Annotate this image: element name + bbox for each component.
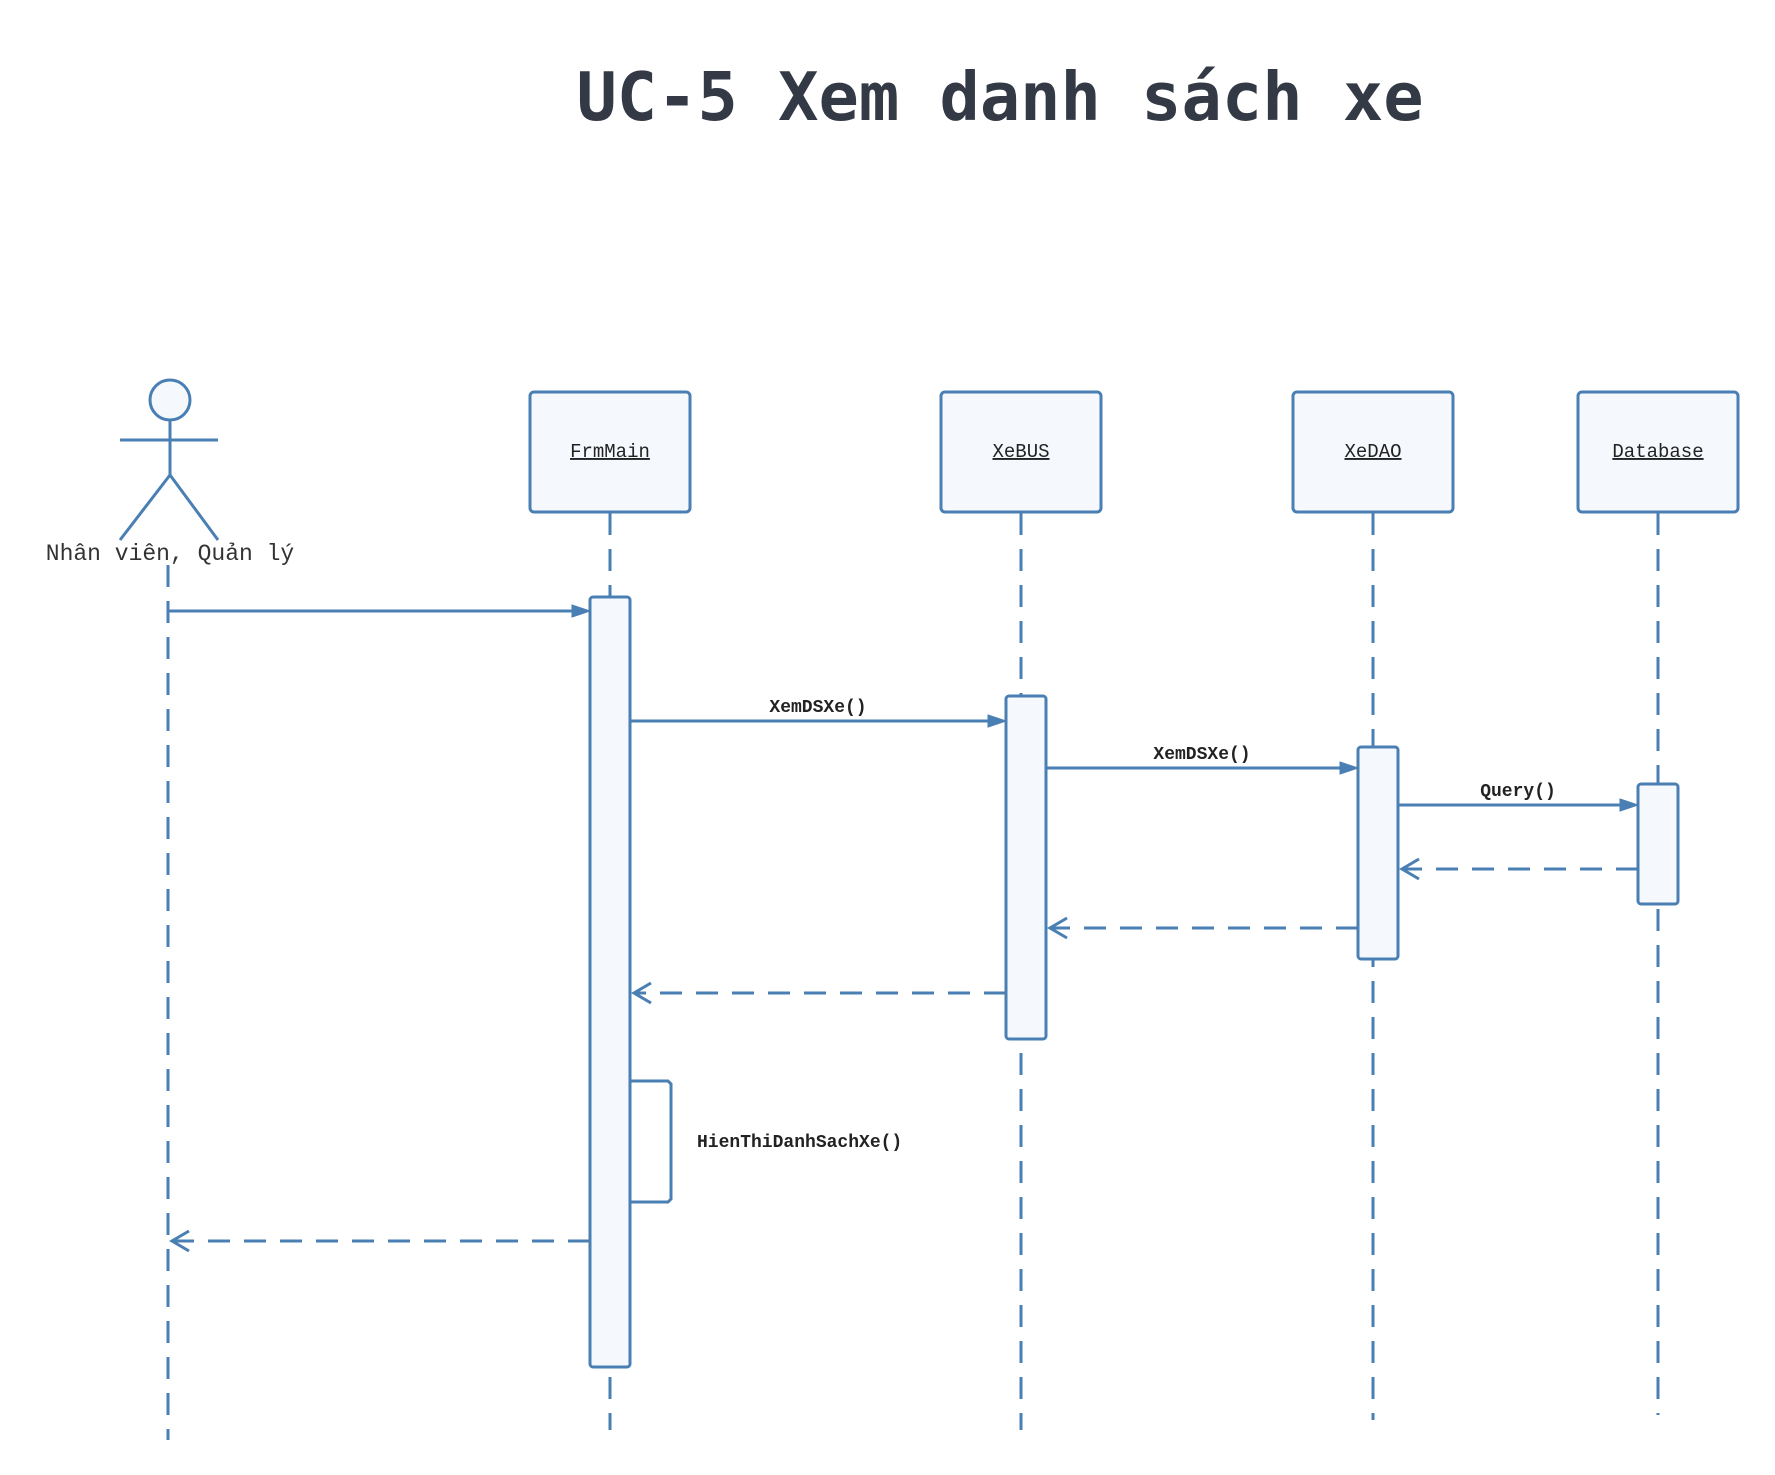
activation-database: [1636, 782, 1680, 906]
activation-frmmain: [588, 595, 632, 1369]
object-label-frmmain: FrmMain: [570, 441, 650, 463]
message-label: XemDSXe(): [1153, 745, 1250, 765]
object-xedao: XeDAO: [1291, 390, 1455, 514]
return-xebus-to-frmmain: [631, 981, 1006, 1005]
self-message-frmmain: HienThiDanhSachXe(): [630, 1079, 902, 1204]
object-box: [1576, 390, 1740, 514]
self-message-loop: [630, 1079, 673, 1204]
open-arrowhead-icon: [1399, 857, 1420, 881]
arrowhead-icon: [1619, 798, 1640, 812]
activations: [588, 595, 1680, 1369]
open-arrowhead-icon: [1047, 916, 1068, 940]
object-database: Database: [1576, 390, 1740, 514]
message-label: Query(): [1480, 782, 1556, 802]
object-box: [1291, 390, 1455, 514]
activation-xebus: [1004, 694, 1048, 1041]
object-label-xedao: XeDAO: [1344, 441, 1401, 463]
object-xebus: XeBUS: [939, 390, 1103, 514]
message-xedao-to-database: Query(): [1398, 782, 1640, 812]
object-label-xebus: XeBUS: [992, 441, 1049, 463]
open-arrowhead-icon: [169, 1229, 190, 1253]
activation-xedao: [1356, 745, 1400, 961]
object-box: [528, 390, 692, 514]
lifelines: [166, 513, 1660, 1440]
diagram-title: UC-5 Xem danh sách xe: [576, 58, 1423, 136]
message-xebus-to-xedao: XemDSXe(): [1046, 745, 1360, 775]
message-actor-to-frmmain: [168, 604, 592, 618]
arrowhead-icon: [571, 604, 592, 618]
return-xedao-to-xebus: [1047, 916, 1358, 940]
actor-left-leg: [118, 474, 172, 541]
return-frmmain-to-actor: [169, 1229, 590, 1253]
message-label: HienThiDanhSachXe(): [697, 1133, 902, 1153]
message-label: XemDSXe(): [769, 698, 866, 718]
actor-head: [148, 378, 192, 422]
arrowhead-icon: [1339, 761, 1360, 775]
actor-right-leg: [168, 474, 220, 541]
object-frmmain: FrmMain: [528, 390, 692, 514]
open-arrowhead-icon: [631, 981, 652, 1005]
object-box: [939, 390, 1103, 514]
actor: Nhân viên, Quản lý: [46, 378, 295, 567]
message-frmmain-to-xebus: XemDSXe(): [630, 698, 1008, 728]
actor-label: Nhân viên, Quản lý: [46, 541, 295, 567]
object-label-database: Database: [1612, 441, 1703, 463]
arrowhead-icon: [987, 714, 1008, 728]
return-database-to-xedao: [1399, 857, 1638, 881]
